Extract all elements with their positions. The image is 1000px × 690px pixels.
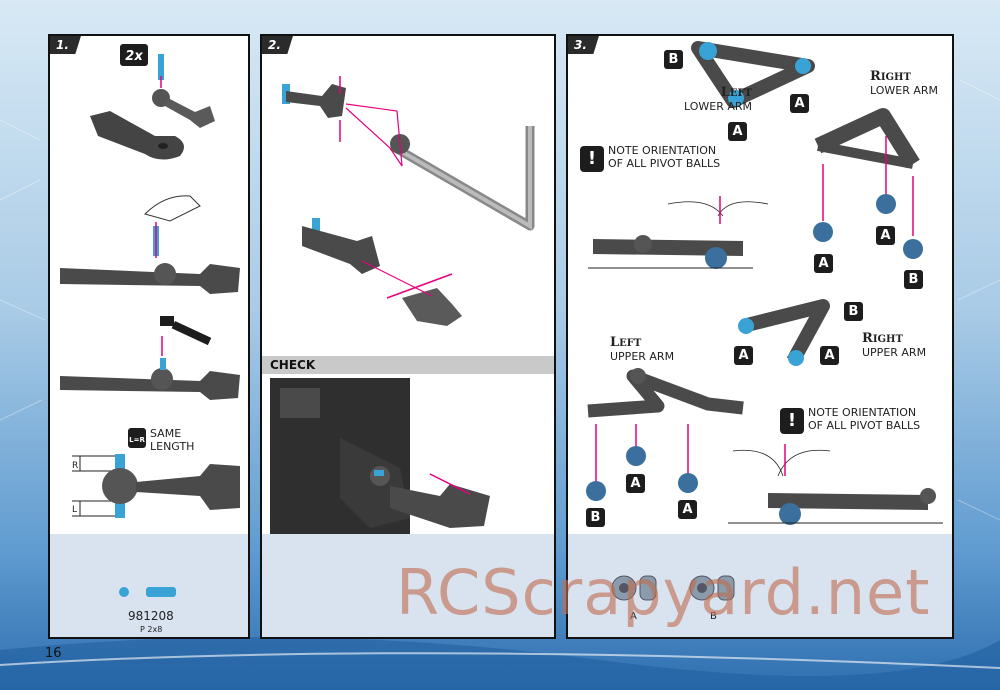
same-length-label: SAME LENGTH bbox=[150, 427, 195, 453]
hex-key-icon bbox=[389, 126, 535, 231]
svg-text:R: R bbox=[72, 461, 78, 471]
badge-a: A bbox=[626, 474, 645, 493]
step-3-number: 3. bbox=[568, 36, 599, 54]
right-upper-arm-label: RIGHT UPPER ARM bbox=[862, 331, 927, 359]
step-2-bottom bbox=[262, 534, 554, 637]
tool-icon bbox=[90, 111, 184, 160]
ball-icon bbox=[154, 263, 176, 285]
step-3-illustration bbox=[586, 41, 943, 601]
ball-a-label: A bbox=[630, 611, 637, 622]
pin-icon bbox=[158, 54, 164, 80]
equal-length-icon bbox=[128, 428, 146, 448]
svg-text:L: L bbox=[72, 505, 77, 515]
left-upper-arm-label: LEFT UPPER ARM bbox=[610, 335, 675, 363]
pin-part-icon bbox=[146, 587, 176, 597]
svg-text:L=R: L=R bbox=[129, 436, 145, 444]
right-lower-arm-label: RIGHT LOWER ARM bbox=[870, 69, 939, 97]
hammer-icon bbox=[171, 321, 212, 346]
step-3-panel: 3. bbox=[566, 34, 954, 639]
step-1-parts-bag bbox=[50, 534, 248, 637]
badge-b: B bbox=[844, 302, 863, 321]
badge-b: B bbox=[664, 50, 683, 69]
badge-a: A bbox=[678, 500, 697, 519]
warning-icon: ! bbox=[580, 146, 604, 172]
badge-a: A bbox=[734, 346, 753, 365]
badge-a: A bbox=[790, 94, 809, 113]
step-2-number: 2. bbox=[262, 36, 293, 54]
quantity-badge bbox=[120, 44, 148, 66]
warning-icon: ! bbox=[780, 408, 804, 434]
finger-icon bbox=[144, 195, 201, 222]
badge-a: A bbox=[876, 226, 895, 245]
ball-end-icon bbox=[165, 98, 215, 128]
step-1-panel: 1. 2x L=R R bbox=[48, 34, 250, 639]
badge-a: A bbox=[814, 254, 833, 273]
right-lower-arm-icon bbox=[814, 108, 920, 169]
check-bar: CHECK bbox=[262, 356, 554, 374]
badge-b: B bbox=[904, 270, 923, 289]
left-upper-arm-icon bbox=[587, 369, 744, 418]
step-2-illustration bbox=[282, 76, 535, 326]
page-number: 16 bbox=[45, 646, 62, 661]
step-1-illustration: 2x L=R R L bbox=[60, 44, 240, 597]
ball-part-icon bbox=[119, 587, 129, 597]
left-lower-arm-label: LEFT LOWER ARM bbox=[683, 85, 752, 113]
ball-b-label: B bbox=[710, 611, 717, 622]
badge-a: A bbox=[728, 122, 747, 141]
left-lower-arm-icon bbox=[691, 41, 815, 108]
check-shaft-illustration bbox=[390, 473, 490, 528]
part-number: 981208 bbox=[128, 609, 174, 623]
quantity-text: 2x bbox=[125, 49, 143, 64]
note-orientation-1: NOTE ORIENTATION OF ALL PIVOT BALLS bbox=[608, 144, 721, 170]
badge-a: A bbox=[820, 346, 839, 365]
note-orientation-2: NOTE ORIENTATION OF ALL PIVOT BALLS bbox=[808, 406, 921, 432]
part-desc: P 2x8 bbox=[140, 625, 163, 634]
badge-b: B bbox=[586, 508, 605, 527]
step-1-number: 1. bbox=[50, 36, 81, 54]
step-2-panel: 2. CHECK bbox=[260, 34, 556, 639]
watermark: RCScrapyard.net bbox=[396, 556, 931, 629]
right-upper-arm-icon bbox=[741, 299, 830, 365]
drive-cup-icon bbox=[286, 84, 346, 118]
